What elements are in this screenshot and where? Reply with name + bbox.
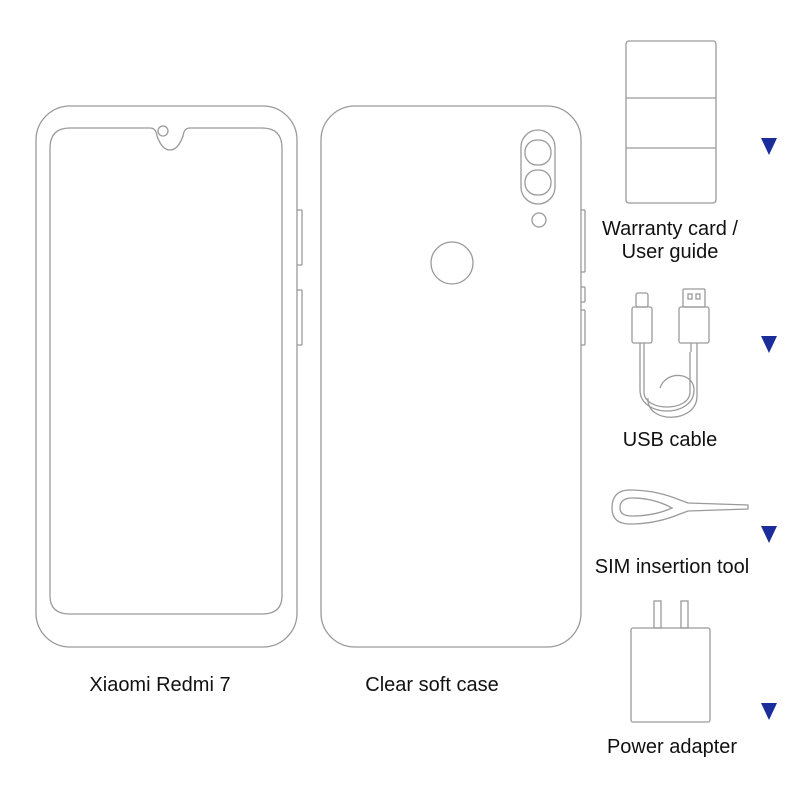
phone-case-outline-icon: [320, 105, 586, 648]
sim-tool-label: SIM insertion tool: [594, 556, 750, 578]
warranty-label: Warranty card / User guide: [580, 218, 760, 264]
power-adapter-icon: [630, 600, 711, 723]
sim-ejector-pin-icon: [611, 489, 749, 525]
phone-front-outline-icon: [35, 105, 303, 648]
usb-cable-icon: [631, 288, 710, 418]
triangle-down-icon: [761, 138, 777, 155]
triangle-down-icon: [761, 703, 777, 720]
triangle-down-icon: [761, 526, 777, 543]
case-label: Clear soft case: [365, 674, 499, 696]
warranty-label-line-2: User guide: [621, 241, 719, 263]
usb-cable-label: USB cable: [622, 429, 718, 451]
power-adapter-label: Power adapter: [606, 736, 738, 758]
triangle-down-icon: [761, 336, 777, 353]
warranty-label-line-1: Warranty card /: [602, 218, 738, 240]
booklet-icon: [625, 40, 717, 204]
phone-label: Xiaomi Redmi 7: [89, 674, 231, 696]
